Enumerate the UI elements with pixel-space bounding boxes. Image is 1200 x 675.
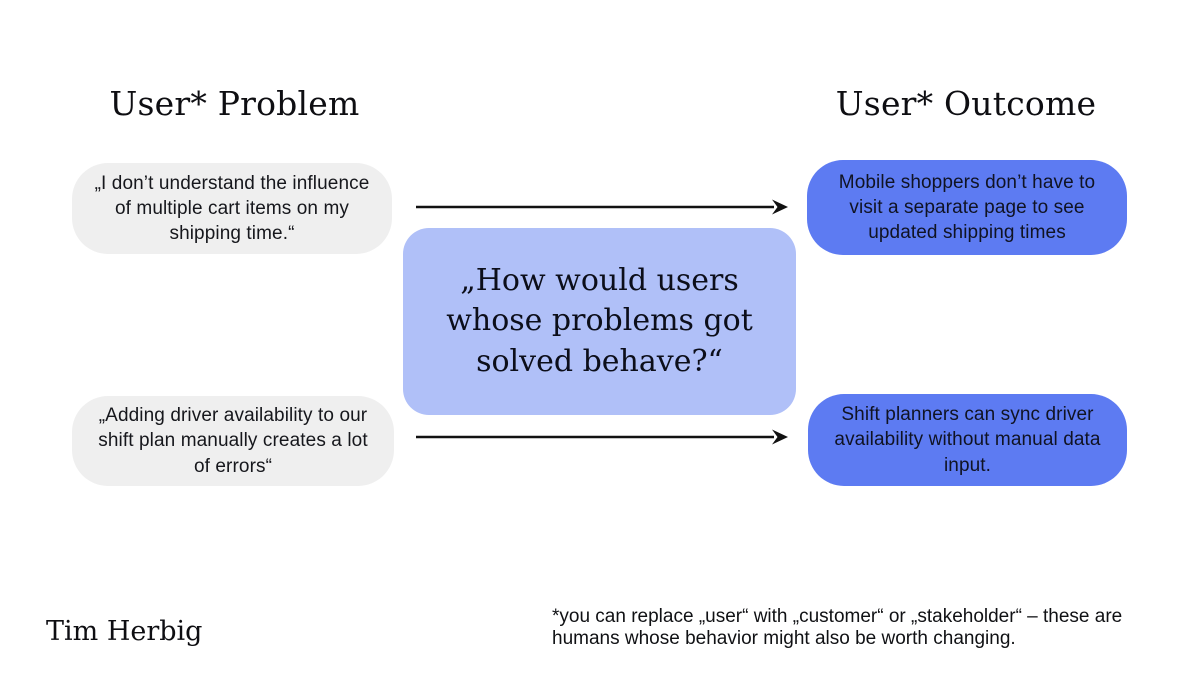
outcome-column-title: User* Outcome (835, 84, 1097, 123)
problem-bubble-text: „Adding driver availability to our shift… (98, 405, 368, 477)
outcome-bubble-shift-plan: Shift planners can sync driver availabil… (808, 394, 1127, 486)
footnote-text: *you can replace „user“ with „customer“ … (552, 606, 1123, 650)
problem-bubble-shipping: „I don’t understand the influence of mul… (72, 163, 392, 254)
outcome-bubble-shipping: Mobile shoppers don’t have to visit a se… (807, 160, 1127, 255)
problem-column-title: User* Problem (109, 84, 360, 123)
arrow-right-icon (416, 199, 788, 215)
arrow-right-icon (416, 429, 788, 445)
problem-bubble-shift-plan: „Adding driver availability to our shift… (72, 396, 394, 486)
center-question-text: „How would users whose problems got solv… (446, 262, 753, 379)
problem-bubble-text: „I don’t understand the influence of mul… (94, 172, 370, 245)
outcome-bubble-text: Mobile shoppers don’t have to visit a se… (838, 171, 1096, 244)
author-name: Tim Herbig (46, 616, 203, 647)
outcome-bubble-text: Shift planners can sync driver availabil… (834, 404, 1101, 476)
center-question-box: „How would users whose problems got solv… (403, 228, 796, 415)
